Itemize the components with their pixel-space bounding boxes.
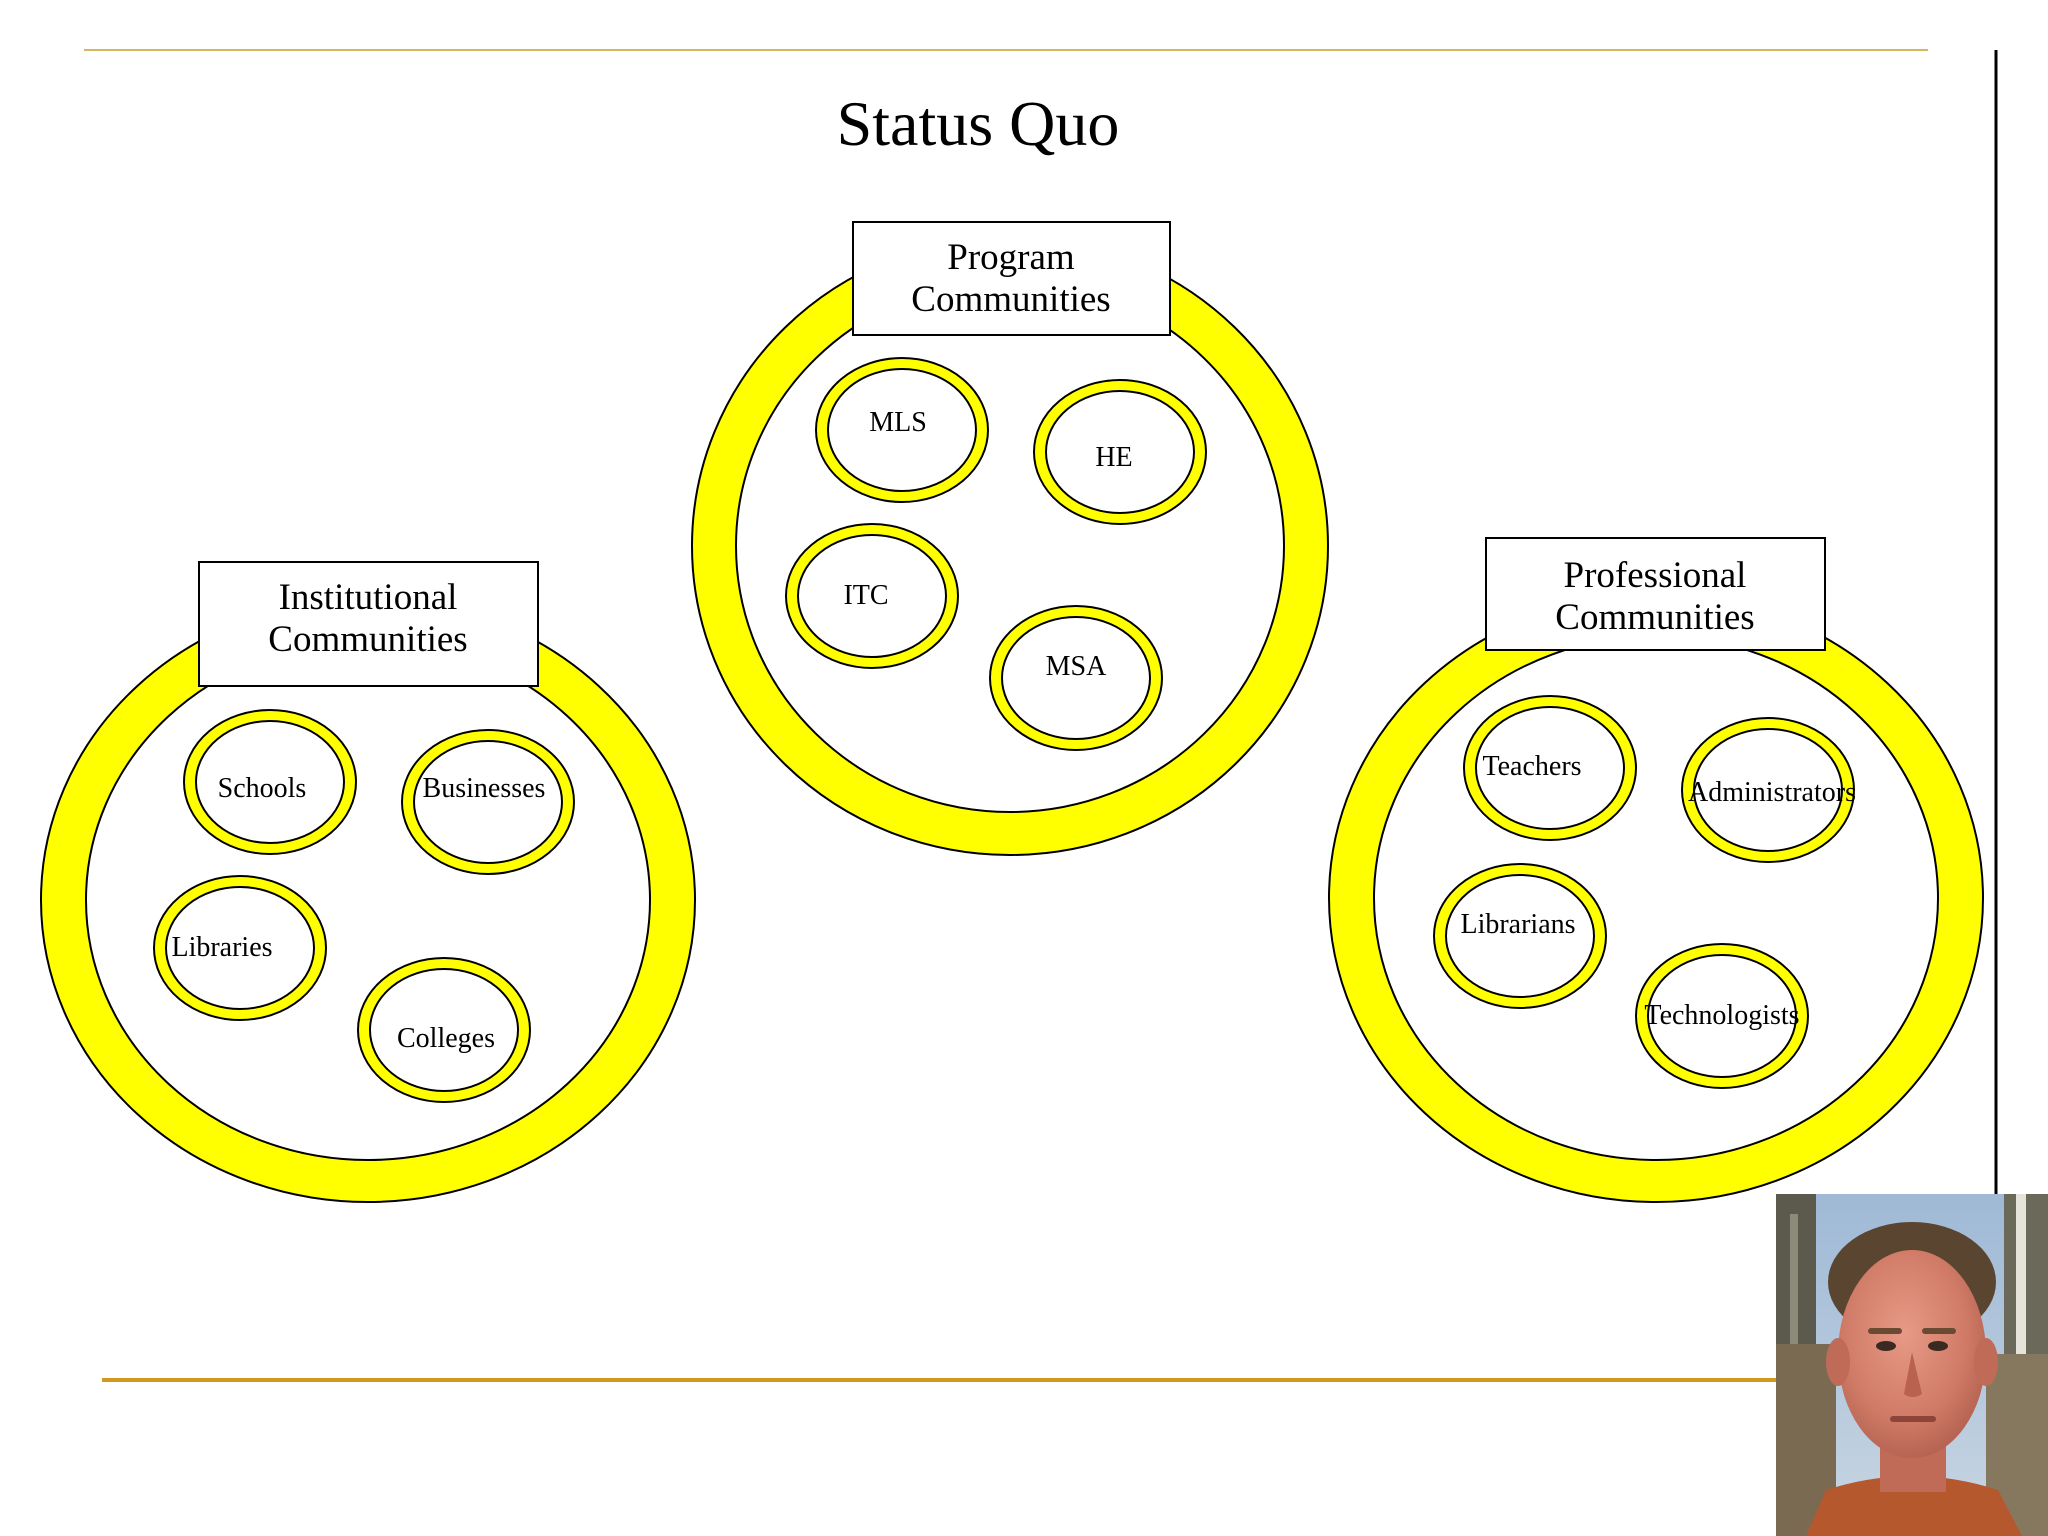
member-label: Administrators (1688, 777, 1856, 808)
member-label: Businesses (423, 773, 546, 804)
professional-label-box (1485, 537, 1826, 651)
professional-label-line2: Communities (1555, 597, 1754, 638)
member-label: MSA (1046, 651, 1107, 682)
program-group: MLS HE ITC MSA Program Communities (691, 221, 1329, 856)
institutional-group: Schools Businesses Libraries Colleges In… (40, 561, 696, 1203)
member-bubble: ITC (785, 523, 959, 669)
professional-label-line1: Professional (1564, 555, 1747, 596)
professional-group: Teachers Administrators Librarians Techn… (1328, 537, 1984, 1203)
institutional-label-line1: Institutional (279, 577, 458, 618)
member-bubble: Teachers (1463, 695, 1637, 841)
member-bubble: Administrators (1681, 717, 1856, 863)
member-bubble: Businesses (401, 729, 575, 875)
member-bubble: Technologists (1635, 943, 1809, 1089)
member-bubble: HE (1033, 379, 1207, 525)
institutional-label-line2: Communities (268, 619, 467, 660)
member-label: Libraries (171, 932, 272, 963)
member-label: Librarians (1460, 909, 1575, 940)
member-label: Schools (218, 773, 307, 804)
member-label: Teachers (1482, 751, 1581, 782)
presenter-video-thumbnail (1776, 1194, 2048, 1536)
member-bubble: Colleges (357, 957, 531, 1103)
member-label: ITC (843, 580, 888, 611)
program-label-line1: Program (947, 237, 1075, 278)
member-bubble: Libraries (153, 875, 327, 1021)
institutional-label-box (198, 561, 539, 687)
member-label: MLS (869, 407, 927, 438)
presenter-photo-icon (1776, 1194, 2048, 1536)
member-label: Technologists (1644, 1000, 1799, 1031)
member-label: Colleges (397, 1023, 495, 1054)
member-label: HE (1095, 442, 1132, 473)
member-bubble: Schools (183, 709, 357, 855)
member-bubble: MSA (989, 605, 1163, 751)
program-label-line2: Communities (911, 279, 1110, 320)
member-bubble: Librarians (1433, 863, 1607, 1009)
slide-title: Status Quo (836, 88, 1120, 159)
institutional-inner-circle (85, 639, 651, 1161)
member-bubble: MLS (815, 357, 989, 503)
program-label-box (852, 221, 1171, 336)
